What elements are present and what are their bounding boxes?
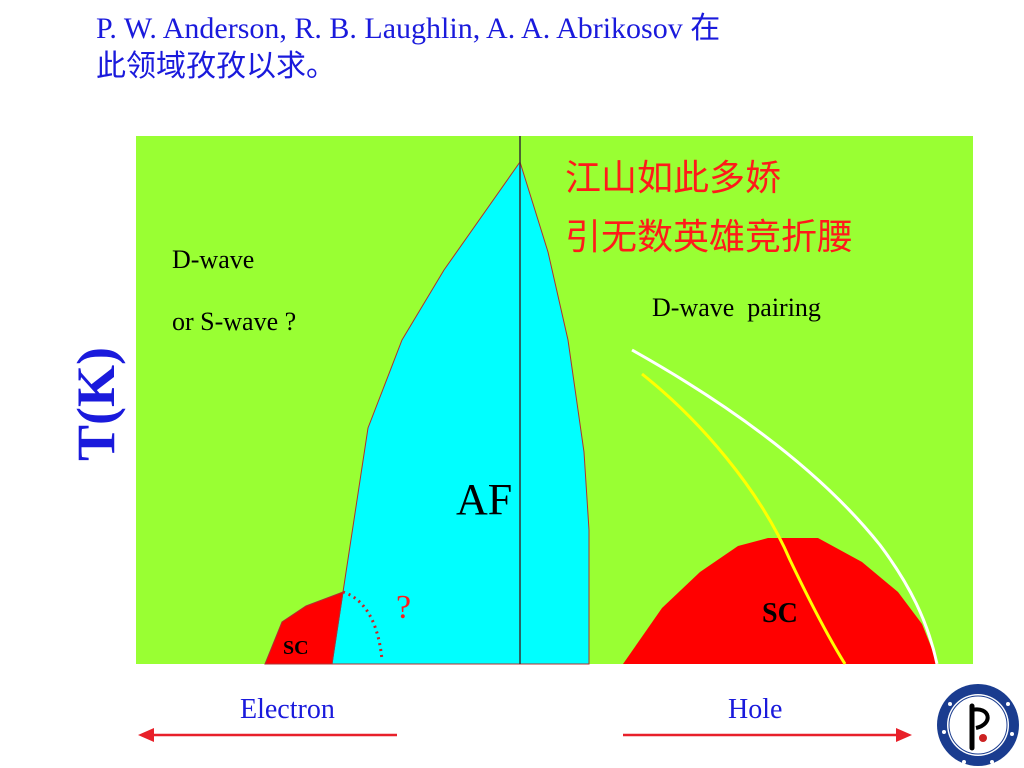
poem-line-1: 江山如此多娇 [565, 158, 781, 199]
dotted-boundary-curve [342, 590, 384, 661]
white-crossover-curve [631, 348, 939, 665]
hole-arrow [623, 728, 912, 742]
question-mark: ? [396, 589, 411, 626]
sc-right-label: SC [762, 598, 798, 629]
caption-line-1: P. W. Anderson, R. B. Laughlin, A. A. Ab… [96, 12, 721, 45]
sc-left-label: SC [283, 637, 309, 659]
caption-line-2: 此领域孜孜以求。 [96, 50, 336, 83]
y-axis-label: T(K) [66, 347, 126, 461]
left-region-label-2: or S-wave ? [172, 307, 296, 336]
institute-logo-icon [937, 684, 1019, 766]
slide-caption: P. W. Anderson, R. B. Laughlin, A. A. Ab… [96, 10, 956, 86]
hole-label: Hole [728, 694, 782, 725]
af-region [331, 160, 590, 665]
right-region-label: D-wave pairing [652, 293, 821, 322]
af-label: AF [456, 475, 512, 524]
sc-region-hole [623, 538, 938, 664]
electron-arrow [138, 728, 397, 742]
yellow-crossover-curve [641, 372, 847, 665]
electron-label: Electron [240, 694, 335, 725]
left-region-label-1: D-wave [172, 245, 254, 274]
poem-line-2: 引无数英雄竞折腰 [565, 217, 853, 258]
sc-region-electron [264, 591, 344, 665]
